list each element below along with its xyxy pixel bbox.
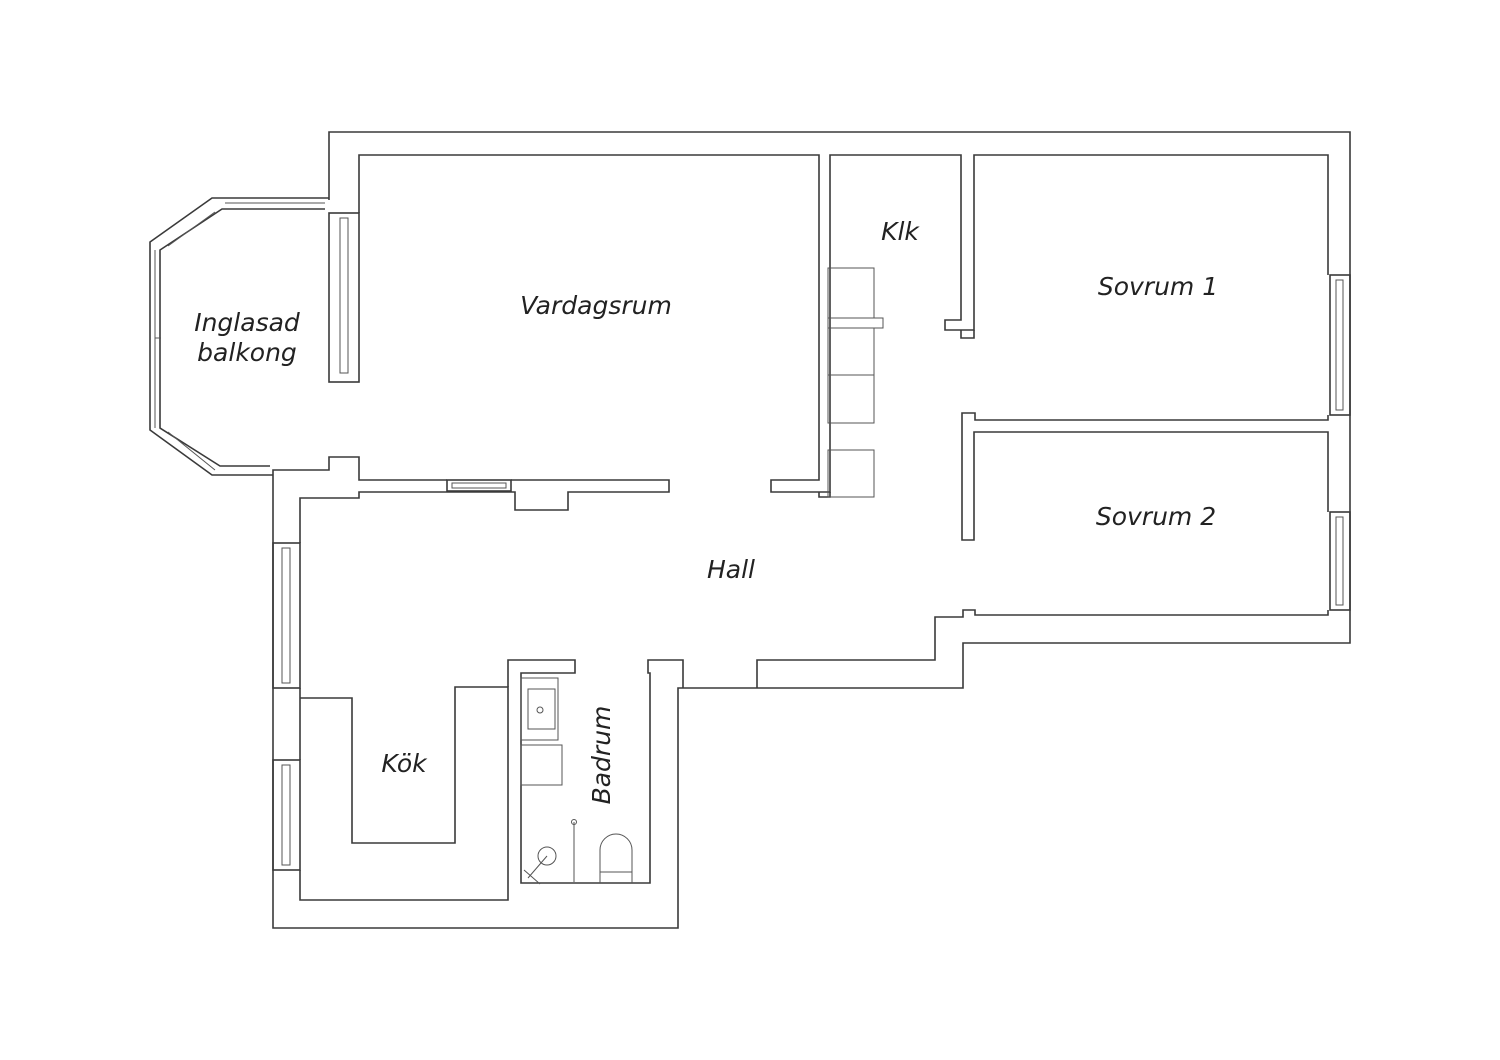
- balcony-label-line2: balkong: [197, 338, 297, 367]
- interior-walls: [358, 154, 1329, 688]
- shower-head: [537, 846, 557, 866]
- kitchen-walls: [299, 686, 509, 901]
- outer-walls: [272, 131, 1351, 929]
- room-label-balcony: Inglasad balkong: [194, 308, 300, 368]
- sink: [520, 677, 559, 741]
- bathroom-walls: [507, 659, 684, 884]
- closet-shelves: [827, 267, 884, 498]
- room-label-bedroom2: Sovrum 2: [1095, 502, 1217, 531]
- room-label-bedroom1: Sovrum 1: [1097, 272, 1219, 301]
- room-label-closet: Klk: [881, 217, 919, 246]
- balcony-window: [328, 212, 360, 383]
- balcony-label-line1: Inglasad: [194, 308, 300, 337]
- room-label-bathroom: Badrum: [587, 705, 616, 805]
- room-label-kitchen: Kök: [381, 749, 427, 778]
- washing-machine: [520, 744, 563, 786]
- bathroom-fixtures: [520, 677, 633, 885]
- room-label-hall: Hall: [706, 555, 756, 584]
- toilet: [599, 833, 633, 883]
- balcony: [149, 197, 329, 476]
- room-label-living: Vardagsrum: [520, 291, 672, 320]
- windows: [272, 274, 1351, 871]
